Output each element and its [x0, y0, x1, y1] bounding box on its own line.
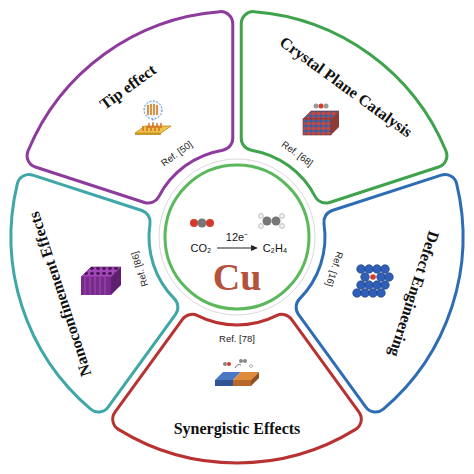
reference-label: Ref. [78] — [219, 334, 255, 344]
defect-illustration — [353, 265, 394, 298]
sector-node: Synergistic Effects Ref. [78] — [101, 305, 373, 466]
product-formula: C₂H₄ — [263, 242, 288, 254]
electron-count: 12e⁻ — [226, 231, 248, 243]
element-symbol: Cu — [213, 257, 262, 299]
center-circle: CO₂ 12e⁻ C₂H₄Cu — [157, 157, 317, 317]
reference-label: Ref. [16] — [323, 250, 344, 287]
reference-label: Ref. [68] — [279, 140, 314, 170]
sector-outline — [101, 305, 373, 466]
sector-title: Tip effect — [96, 60, 159, 112]
sector-title: Synergistic Effects — [174, 420, 301, 438]
nanowire-illustration — [135, 101, 171, 135]
sector-title: Defect Engineering — [385, 229, 442, 359]
reactant-formula: CO₂ — [191, 242, 212, 254]
crystal-illustration — [303, 104, 339, 136]
sector-outline — [285, 164, 466, 423]
sector-title: Nanoconfinement Effects — [25, 210, 95, 379]
reference-label: Ref. [50] — [159, 140, 194, 170]
sector-node: Nanoconfinement Effects Ref. [86] — [8, 164, 189, 423]
nanoconfinement-illustration — [81, 267, 121, 295]
sector-title: Crystal Plane Catalysis — [277, 33, 416, 141]
electrode-illustration — [215, 359, 259, 386]
sector-outline — [8, 164, 189, 423]
reference-label: Ref. [86] — [129, 250, 150, 287]
sector-node: Defect Engineering Ref. [16] — [285, 164, 466, 423]
